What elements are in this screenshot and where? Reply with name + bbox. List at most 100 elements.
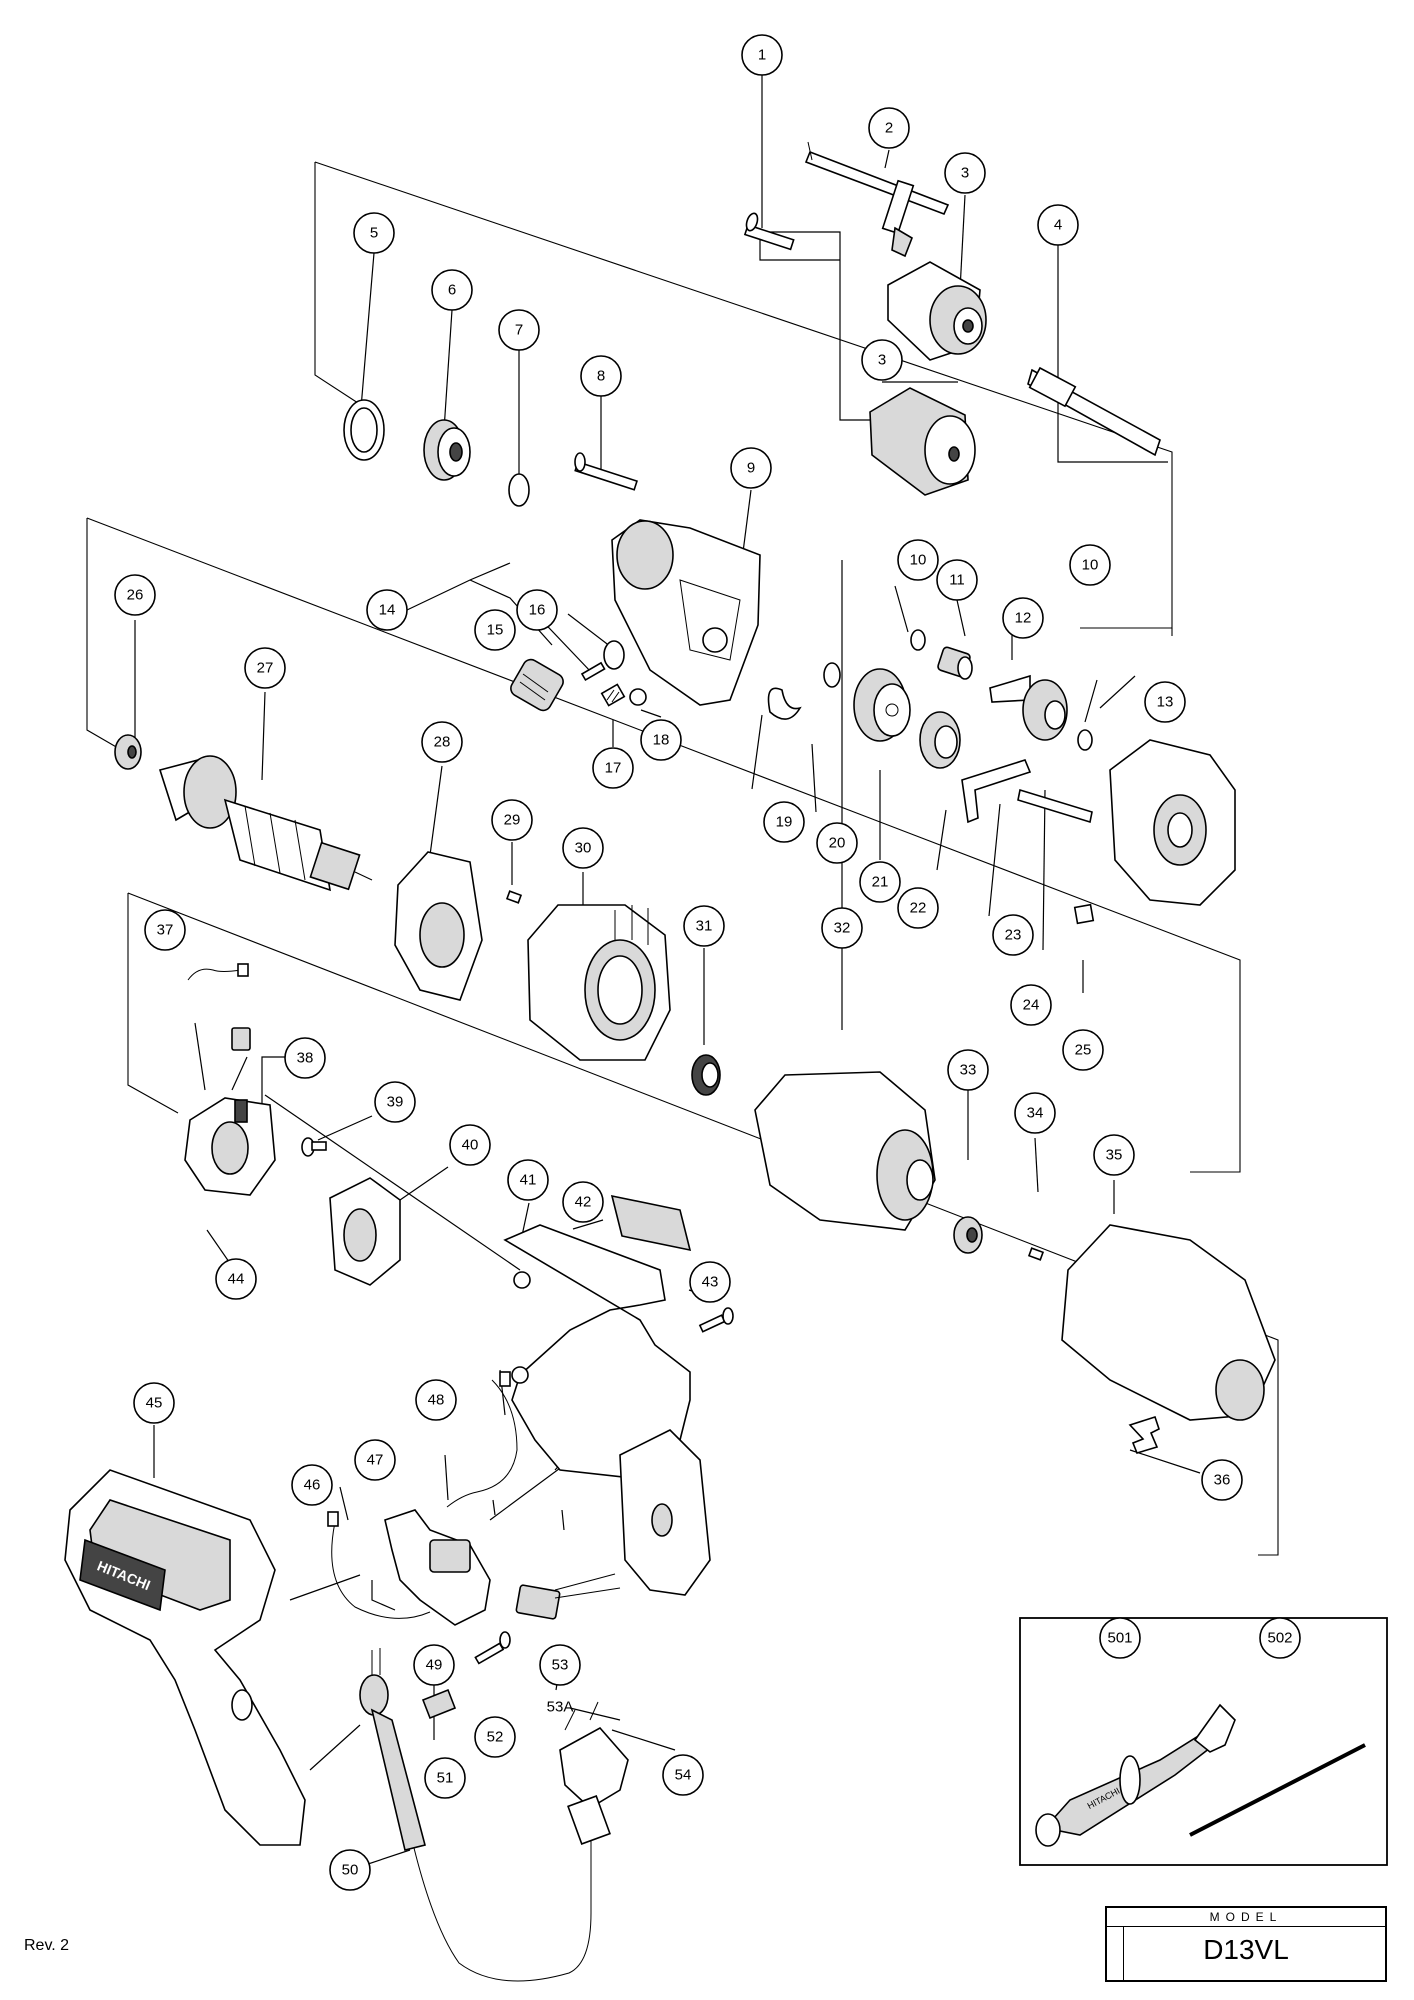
shift-arm-part-19 — [767, 687, 802, 720]
callout-number: 30 — [575, 840, 592, 857]
callout-12: 12 — [1002, 597, 1044, 639]
callout-number: 33 — [960, 1062, 977, 1079]
leader-lines — [134, 72, 1281, 1871]
callout-number: 53A — [547, 1699, 574, 1716]
callout-number: 26 — [127, 587, 144, 604]
callout-1: 1 — [741, 34, 783, 76]
armature-part-27 — [158, 755, 373, 892]
callout-number: 9 — [747, 460, 755, 477]
callout-10: 10 — [1069, 544, 1111, 586]
steel-ball-part-18 — [629, 688, 647, 706]
screw-part-39 — [301, 1137, 327, 1157]
callout-37: 37 — [144, 909, 186, 951]
assembly-outline-rear — [127, 892, 1279, 1556]
callout-3: 3 — [861, 339, 903, 381]
model-value: D13VL — [1203, 1934, 1289, 1965]
callout-number: 10 — [910, 552, 927, 569]
callout-number: 16 — [529, 602, 546, 619]
callout-number: 36 — [1214, 1472, 1231, 1489]
callout-number: 17 — [605, 760, 622, 777]
callout-16: 16 — [516, 589, 558, 631]
screw-part-8 — [574, 452, 638, 491]
carbon-brush-part-38 — [231, 1027, 251, 1051]
callout-17: 17 — [592, 747, 634, 789]
callout-32: 32 — [821, 907, 863, 949]
plug-part-54 — [559, 1701, 629, 1845]
pin-part-15 — [580, 661, 606, 682]
callout-29: 29 — [491, 799, 533, 841]
callout-number: 22 — [910, 900, 927, 917]
inner-cover-part-13 — [1109, 739, 1236, 906]
callout-52: 52 — [474, 1716, 516, 1758]
cord-armor-part-49 — [359, 1648, 389, 1716]
callout-10: 10 — [897, 539, 939, 581]
callout-22: 22 — [897, 887, 939, 929]
callout-number: 21 — [872, 874, 889, 891]
callout-14: 14 — [366, 589, 408, 631]
callout-number: 37 — [157, 922, 174, 939]
callout-number: 39 — [387, 1094, 404, 1111]
spring-part-17 — [600, 683, 626, 707]
brush-holder-part-40 — [329, 1177, 401, 1286]
callout-54: 54 — [662, 1754, 704, 1796]
callout-26: 26 — [114, 574, 156, 616]
gear-part-22 — [919, 711, 961, 769]
callout-number: 29 — [504, 812, 521, 829]
callout-51: 51 — [424, 1757, 466, 1799]
callout-33: 33 — [947, 1049, 989, 1091]
callout-3: 3 — [944, 152, 986, 194]
tapping-screw-part-43 — [698, 1307, 734, 1333]
callout-number: 8 — [597, 368, 605, 385]
callout-number: 27 — [257, 660, 274, 677]
keyed-chuck-part-3 — [887, 261, 987, 361]
ball-bearing-part-33 — [953, 1216, 983, 1254]
callout-number: 502 — [1267, 1630, 1292, 1647]
callout-number: 10 — [1082, 557, 1099, 574]
callout-number: 28 — [434, 734, 451, 751]
callout-8: 8 — [580, 355, 622, 397]
callout-41: 41 — [507, 1159, 549, 1201]
callout-2: 2 — [868, 107, 910, 149]
revision-label: Rev. 2 — [24, 1937, 70, 1954]
keyless-chuck-part-3 — [869, 387, 976, 496]
callout-30: 30 — [562, 827, 604, 869]
callout-50: 50 — [329, 1849, 371, 1891]
callout-38: 38 — [284, 1037, 326, 1079]
retaining-ring-part-5 — [343, 399, 385, 461]
callout-number: 44 — [228, 1271, 245, 1288]
callout-19: 19 — [763, 801, 805, 843]
side-handle-part-501: HITACHI — [1035, 1703, 1236, 1847]
callout-number: 11 — [949, 572, 965, 589]
callout-53: 53 — [539, 1644, 581, 1686]
callout-46: 46 — [291, 1464, 333, 1506]
cord-clip-part-51 — [421, 1688, 457, 1720]
callout-27: 27 — [244, 647, 286, 689]
callout-31: 31 — [683, 905, 725, 947]
callout-7: 7 — [498, 309, 540, 351]
callout-number: 2 — [885, 120, 893, 137]
callout-number: 38 — [297, 1050, 314, 1067]
brush-holder-part-44 — [184, 1097, 276, 1196]
callout-number: 41 — [520, 1172, 537, 1189]
callout-28: 28 — [421, 721, 463, 763]
chuck-key-part-2 — [804, 141, 950, 258]
callout-number: 1 — [758, 47, 766, 64]
callout-4: 4 — [1037, 204, 1079, 246]
callout-number: 18 — [653, 732, 670, 749]
noise-suppressor-part-53 — [515, 1573, 621, 1620]
callout-35: 35 — [1093, 1134, 1135, 1176]
callout-42: 42 — [562, 1181, 604, 1223]
callout-number: 13 — [1157, 694, 1174, 711]
switch-part-47 — [384, 1509, 491, 1626]
callout-number: 23 — [1005, 927, 1022, 944]
model-box: MODEL D13VL — [1105, 1906, 1387, 1982]
callout-11: 11 — [936, 559, 978, 601]
ball-bearing-part-6 — [423, 419, 471, 481]
callout-number: 5 — [370, 225, 378, 242]
pin-part-24 — [1017, 788, 1093, 824]
callout-number: 48 — [428, 1392, 445, 1409]
accessory-inset: HITACHI — [1019, 1617, 1388, 1866]
callout-36: 36 — [1201, 1459, 1243, 1501]
gear-housing-part-35 — [1061, 1224, 1276, 1421]
square-nut-part-25 — [1073, 903, 1095, 925]
